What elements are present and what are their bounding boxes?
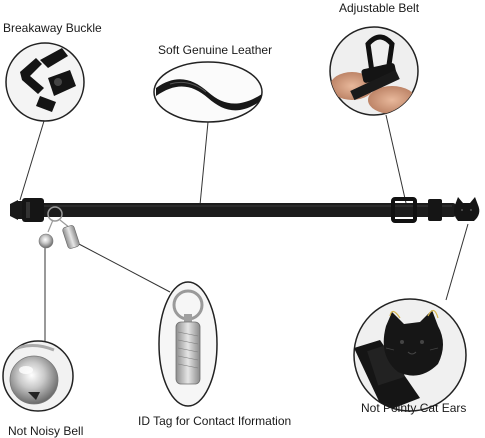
label-not-noisy-bell: Not Noisy Bell: [8, 424, 84, 438]
label-cat-ears: Not Pointy Cat Ears: [361, 401, 467, 415]
label-id-tag: ID Tag for Contact Iformation: [138, 414, 292, 428]
leather-detail-ellipse: [153, 61, 263, 123]
tag-detail-ellipse: [158, 281, 218, 407]
keeper-loop: [428, 199, 442, 221]
buckle-detail-circle: [5, 42, 85, 122]
cat-head-end: [454, 197, 480, 221]
belt-detail-circle: [329, 26, 419, 116]
label-breakaway-buckle: Breakaway Buckle: [3, 21, 102, 35]
slider-buckle: [391, 197, 417, 223]
collar-strap: [28, 203, 456, 217]
hanging-charms: [38, 206, 80, 249]
leader-lines: [19, 114, 469, 341]
label-soft-leather: Soft Genuine Leather: [158, 43, 273, 57]
ears-detail-circle: [353, 298, 467, 412]
bell-detail-circle: [2, 340, 74, 412]
label-adjustable-belt: Adjustable Belt: [339, 1, 420, 15]
buckle-left: [10, 198, 44, 222]
